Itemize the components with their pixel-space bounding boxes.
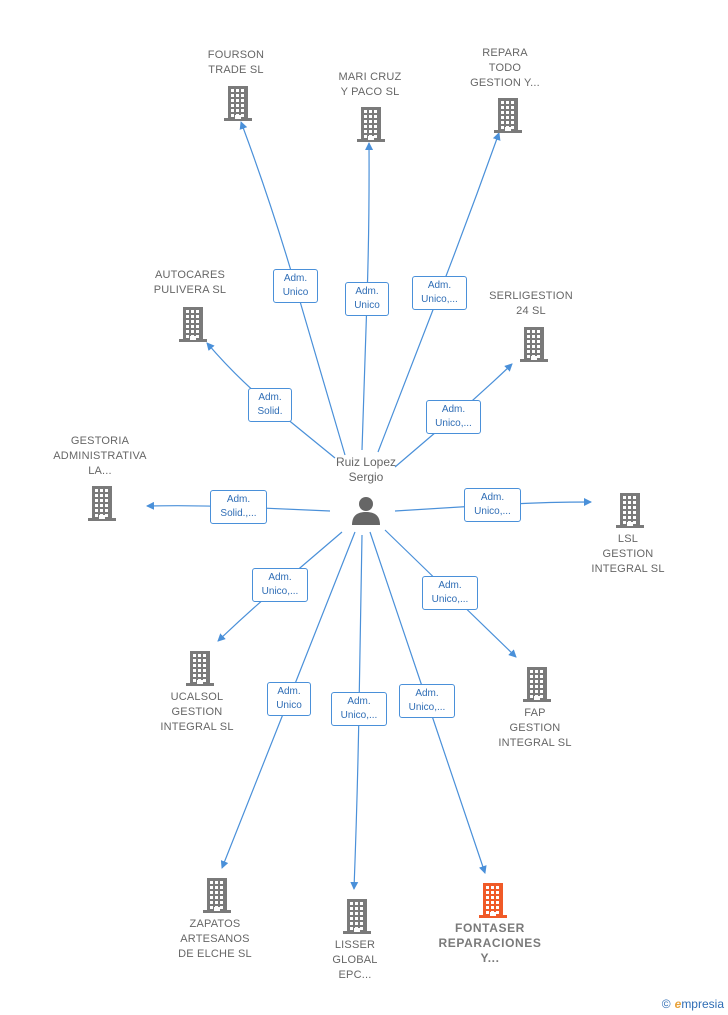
relation-label-maricruz[interactable]: Adm. Unico xyxy=(345,282,389,316)
building-icon xyxy=(224,86,252,121)
relation-label-fourson[interactable]: Adm. Unico xyxy=(273,269,318,303)
brand-e: e xyxy=(674,997,682,1011)
building-icon xyxy=(203,878,231,913)
company-label-serligestion[interactable]: SERLIGESTION 24 SL xyxy=(489,290,573,317)
company-label-gestoria[interactable]: GESTORIA ADMINISTRATIVA LA... xyxy=(53,435,147,477)
relation-label-lsl[interactable]: Adm. Unico,... xyxy=(464,488,521,522)
building-icon xyxy=(616,493,644,528)
building-icon xyxy=(494,98,522,133)
relation-label-fontaser[interactable]: Adm. Unico,... xyxy=(399,684,455,718)
company-label-fap[interactable]: FAP GESTION INTEGRAL SL xyxy=(498,707,572,749)
relation-label-autocares[interactable]: Adm. Solid. xyxy=(248,388,292,422)
center-person[interactable]: Ruiz Lopez Sergio xyxy=(336,455,396,530)
relation-label-serligestion[interactable]: Adm. Unico,... xyxy=(426,400,481,434)
building-icon xyxy=(523,667,551,702)
relation-label-zapatos[interactable]: Adm. Unico xyxy=(267,682,311,716)
company-label-fontaser[interactable]: FONTASER REPARACIONES Y... xyxy=(438,921,542,965)
relation-label-fap[interactable]: Adm. Unico,... xyxy=(422,576,478,610)
building-icon xyxy=(88,486,116,521)
relation-label-gestoria[interactable]: Adm. Solid.,... xyxy=(210,490,267,524)
center-person-label: Ruiz Lopez Sergio xyxy=(335,455,397,484)
building-icon xyxy=(179,307,207,342)
building-icon xyxy=(343,899,371,934)
brand-name: mpresia xyxy=(681,997,724,1011)
building-icon xyxy=(186,651,214,686)
company-label-maricruz[interactable]: MARI CRUZ Y PACO SL xyxy=(338,71,402,98)
company-label-lisser[interactable]: LISSER GLOBAL EPC... xyxy=(332,939,378,981)
relation-label-lisser[interactable]: Adm. Unico,... xyxy=(331,692,387,726)
company-label-lsl[interactable]: LSL GESTION INTEGRAL SL xyxy=(591,533,665,575)
relation-label-ucalsol[interactable]: Adm. Unico,... xyxy=(252,568,308,602)
building-icon xyxy=(479,883,507,918)
company-label-zapatos[interactable]: ZAPATOS ARTESANOS DE ELCHE SL xyxy=(178,918,252,960)
company-label-fourson[interactable]: FOURSON TRADE SL xyxy=(207,49,265,76)
company-label-ucalsol[interactable]: UCALSOL GESTION INTEGRAL SL xyxy=(160,691,234,733)
company-label-repara[interactable]: REPARA TODO GESTION Y... xyxy=(470,47,540,89)
copyright-symbol: © xyxy=(661,997,671,1011)
relation-label-repara[interactable]: Adm. Unico,... xyxy=(412,276,467,310)
building-icon xyxy=(520,327,548,362)
person-icon xyxy=(352,497,380,525)
company-label-autocares[interactable]: AUTOCARES PULIVERA SL xyxy=(153,269,227,296)
footer-brand: ©empresia xyxy=(662,997,724,1011)
building-icon xyxy=(357,107,385,142)
